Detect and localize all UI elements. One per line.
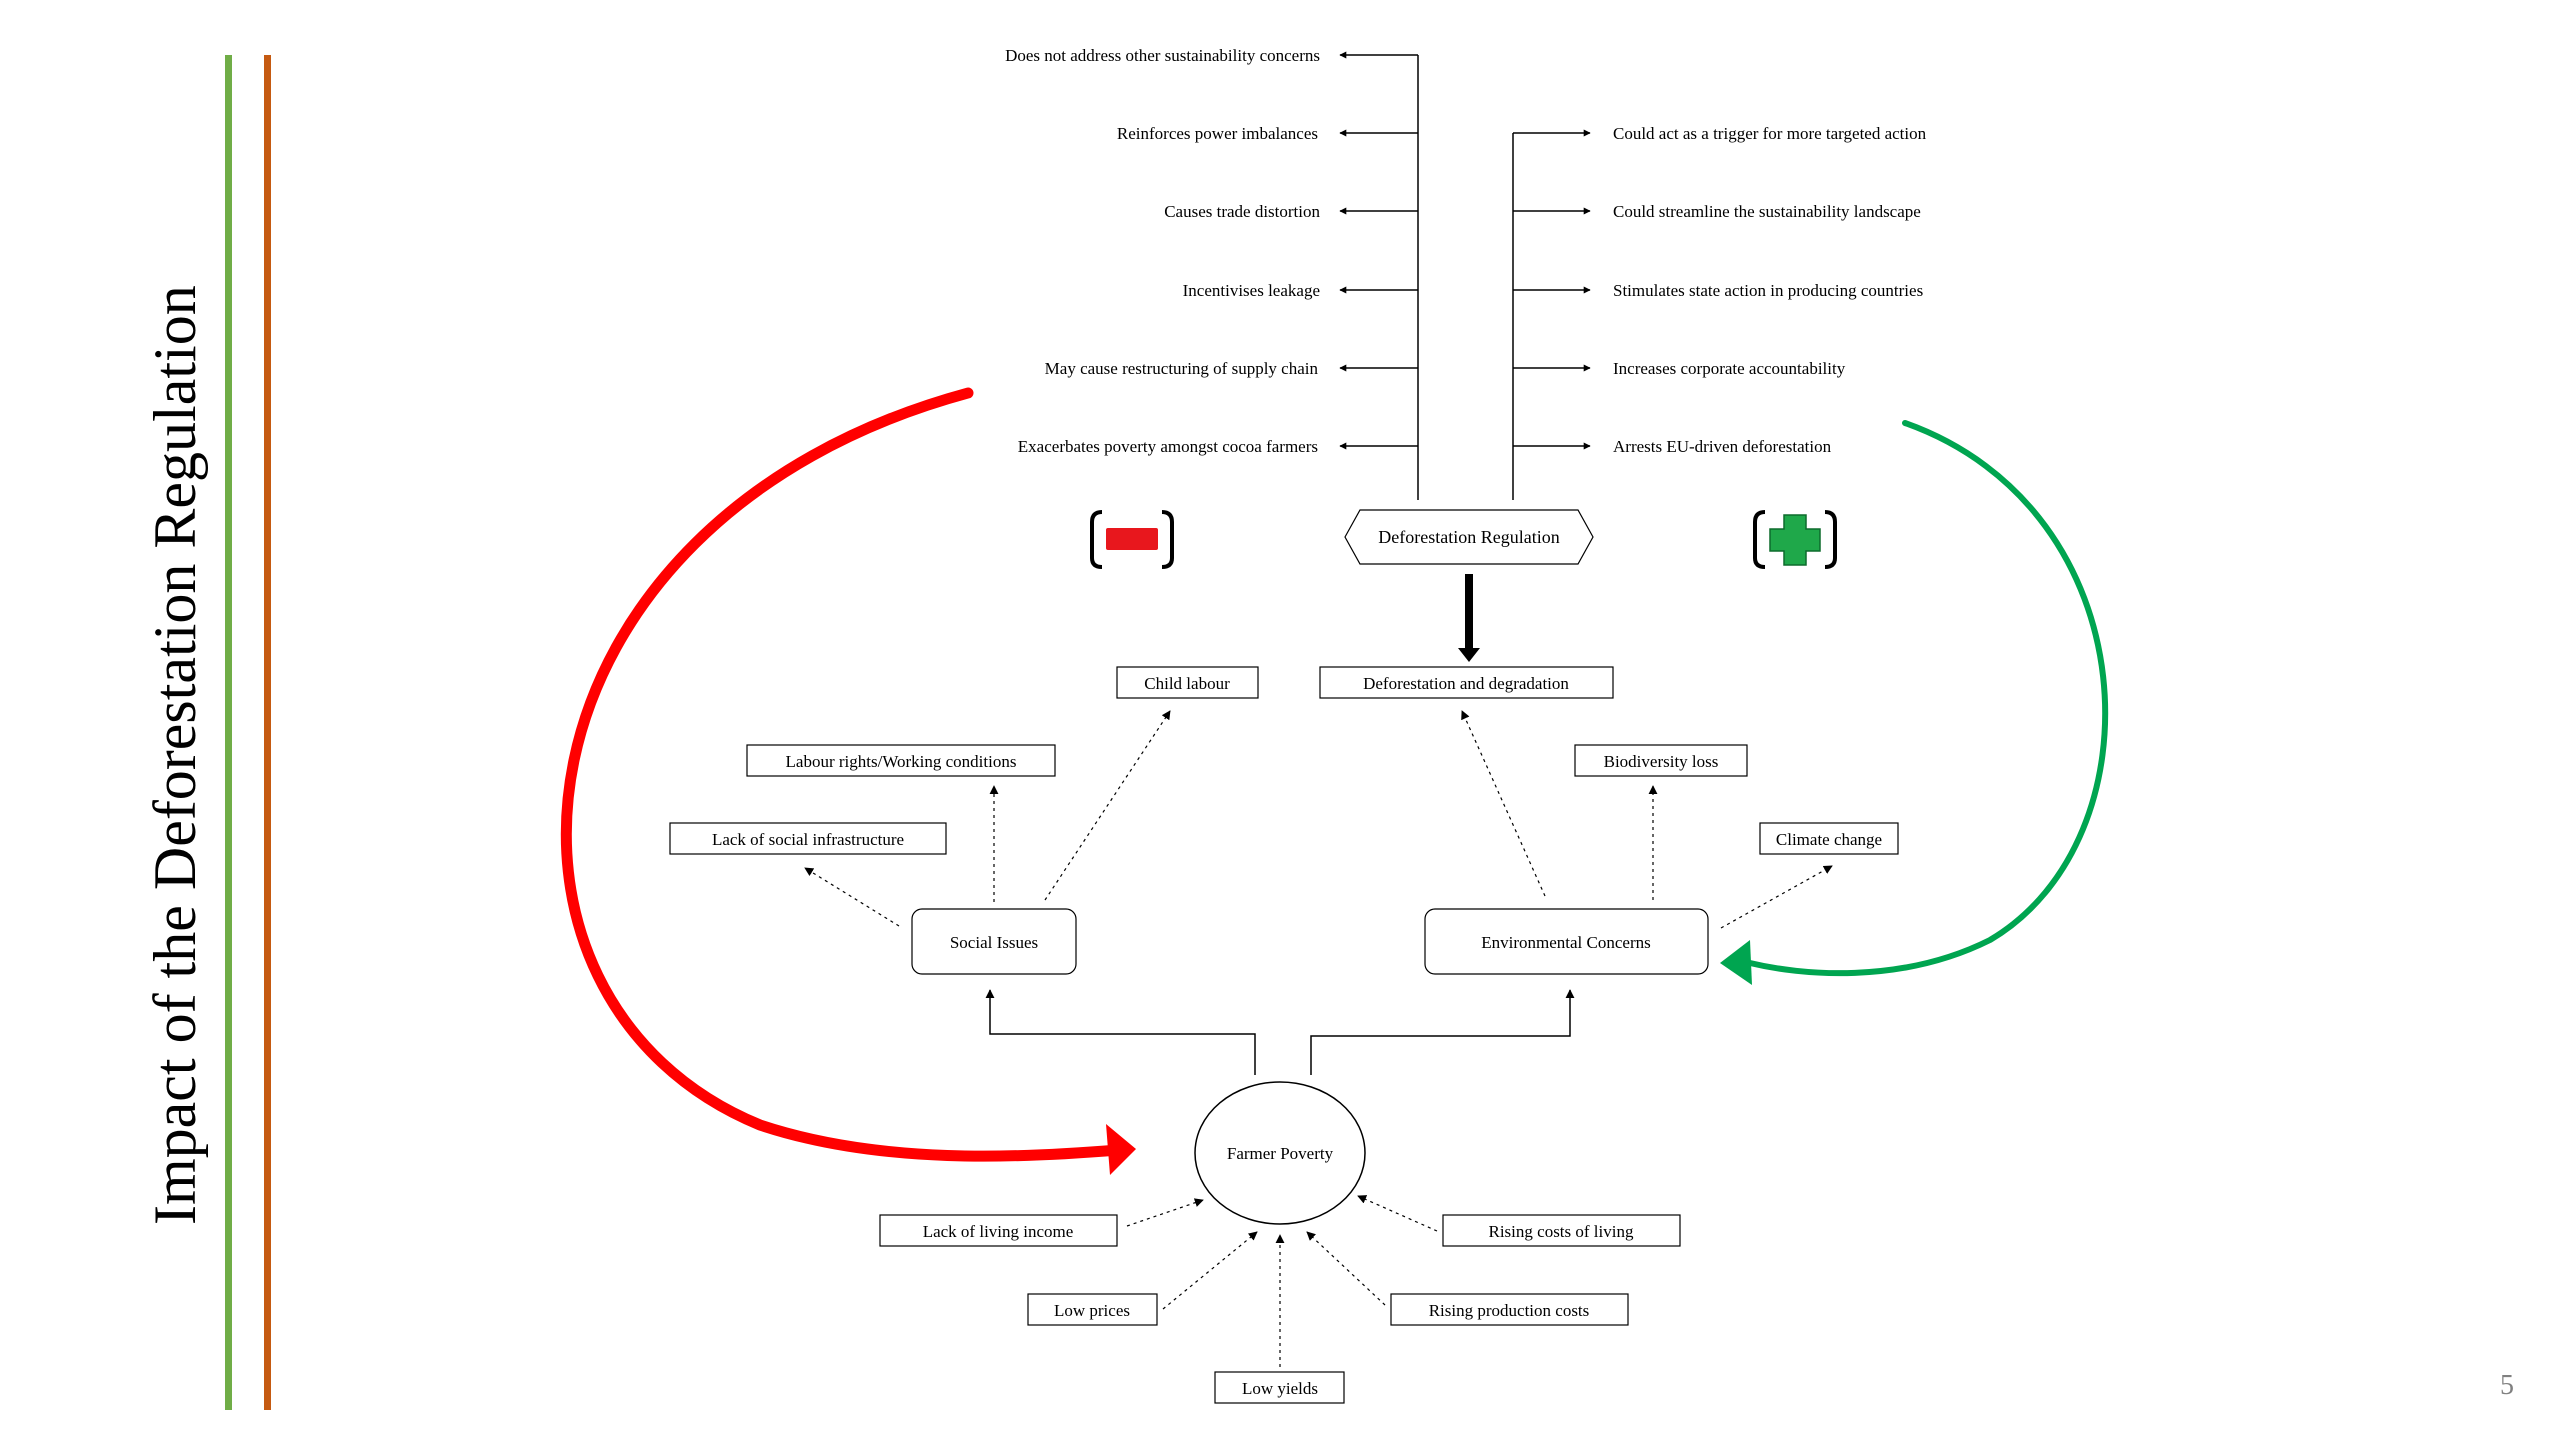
regulation-node: Deforestation Regulation xyxy=(1344,509,1594,565)
node-climate: Climate change xyxy=(1759,822,1899,855)
node-environmental: Environmental Concerns xyxy=(1424,908,1709,975)
negative-effect-5: May cause restructuring of supply chain xyxy=(1045,359,1418,378)
page-number: 5 xyxy=(2500,1370,2514,1401)
node-deforestation: Deforestation and degradation xyxy=(1319,666,1614,699)
negative-effect-label: Incentivises leakage xyxy=(1183,281,1320,300)
poverty-driver-connectors xyxy=(1126,1195,1438,1367)
negative-effect-3: Causes trade distortion xyxy=(1164,202,1418,221)
node-labour-rights-label: Labour rights/Working conditions xyxy=(786,752,1017,771)
negative-effect-label: May cause restructuring of supply chain xyxy=(1045,359,1319,378)
positive-effect-3: Stimulates state action in producing cou… xyxy=(1513,281,1923,300)
positive-effect-1: Could act as a trigger for more targeted… xyxy=(1513,124,1927,143)
orange-accent-bar xyxy=(264,55,271,1410)
node-deforestation-label: Deforestation and degradation xyxy=(1363,674,1569,693)
node-child-labour: Child labour xyxy=(1116,666,1259,699)
negative-effect-label: Causes trade distortion xyxy=(1164,202,1320,221)
poverty-connectors xyxy=(985,989,1575,1075)
node-living-income-label: Lack of living income xyxy=(923,1222,1074,1241)
node-production-costs: Rising production costs xyxy=(1390,1293,1629,1326)
regulation-label: Deforestation Regulation xyxy=(1378,527,1559,547)
node-climate-label: Climate change xyxy=(1776,830,1882,849)
node-environmental-label: Environmental Concerns xyxy=(1481,933,1651,952)
positive-effect-5: Arrests EU-driven deforestation xyxy=(1513,437,1832,456)
positive-effect-label: Arrests EU-driven deforestation xyxy=(1613,437,1832,456)
node-living-income: Lack of living income xyxy=(879,1214,1118,1247)
node-biodiversity-label: Biodiversity loss xyxy=(1604,752,1719,771)
positive-effect-2: Could streamline the sustainability land… xyxy=(1513,202,1921,221)
positive-effect-4: Increases corporate accountability xyxy=(1513,359,1846,378)
node-biodiversity: Biodiversity loss xyxy=(1574,744,1748,777)
minus-icon xyxy=(1090,510,1174,569)
social-connectors xyxy=(804,710,1171,927)
negative-effect-label: Does not address other sustainability co… xyxy=(1005,46,1320,65)
node-low-prices-label: Low prices xyxy=(1054,1301,1130,1320)
node-social-issues-label: Social Issues xyxy=(950,933,1038,952)
negative-effect-2: Reinforces power imbalances xyxy=(1117,124,1418,143)
positive-feedback-arrow xyxy=(1720,420,2109,985)
negative-effects: Does not address other sustainability co… xyxy=(1005,46,1419,500)
node-low-yields-label: Low yields xyxy=(1242,1379,1318,1398)
positive-effect-label: Could act as a trigger for more targeted… xyxy=(1613,124,1927,143)
positive-effect-label: Stimulates state action in producing cou… xyxy=(1613,281,1923,300)
node-rising-costs-label: Rising costs of living xyxy=(1489,1222,1634,1241)
negative-effect-label: Reinforces power imbalances xyxy=(1117,124,1318,143)
node-poverty-label: Farmer Poverty xyxy=(1227,1144,1334,1163)
node-child-labour-label: Child labour xyxy=(1144,674,1230,693)
negative-effect-6: Exacerbates poverty amongst cocoa farmer… xyxy=(1018,437,1418,456)
node-social-infrastructure: Lack of social infrastructure xyxy=(669,822,947,855)
node-low-yields: Low yields xyxy=(1214,1371,1345,1404)
node-labour-rights: Labour rights/Working conditions xyxy=(746,744,1056,777)
plus-icon xyxy=(1753,510,1837,569)
node-rising-costs: Rising costs of living xyxy=(1442,1214,1681,1247)
green-accent-bar xyxy=(225,55,232,1410)
node-social-issues: Social Issues xyxy=(911,908,1077,975)
node-social-infrastructure-label: Lack of social infrastructure xyxy=(712,830,904,849)
environmental-connectors xyxy=(1461,710,1833,929)
node-production-costs-label: Rising production costs xyxy=(1429,1301,1590,1320)
negative-effect-label: Exacerbates poverty amongst cocoa farmer… xyxy=(1018,437,1318,456)
positive-effect-label: Could streamline the sustainability land… xyxy=(1613,202,1921,221)
positive-effect-label: Increases corporate accountability xyxy=(1613,359,1846,378)
node-poverty: Farmer Poverty xyxy=(1194,1081,1366,1225)
negative-effect-1: Does not address other sustainability co… xyxy=(1005,46,1418,65)
negative-feedback-arrow xyxy=(560,387,1136,1175)
negative-effect-4: Incentivises leakage xyxy=(1183,281,1418,300)
positive-effects: Could act as a trigger for more targeted… xyxy=(1512,124,1927,500)
node-low-prices: Low prices xyxy=(1027,1293,1158,1326)
